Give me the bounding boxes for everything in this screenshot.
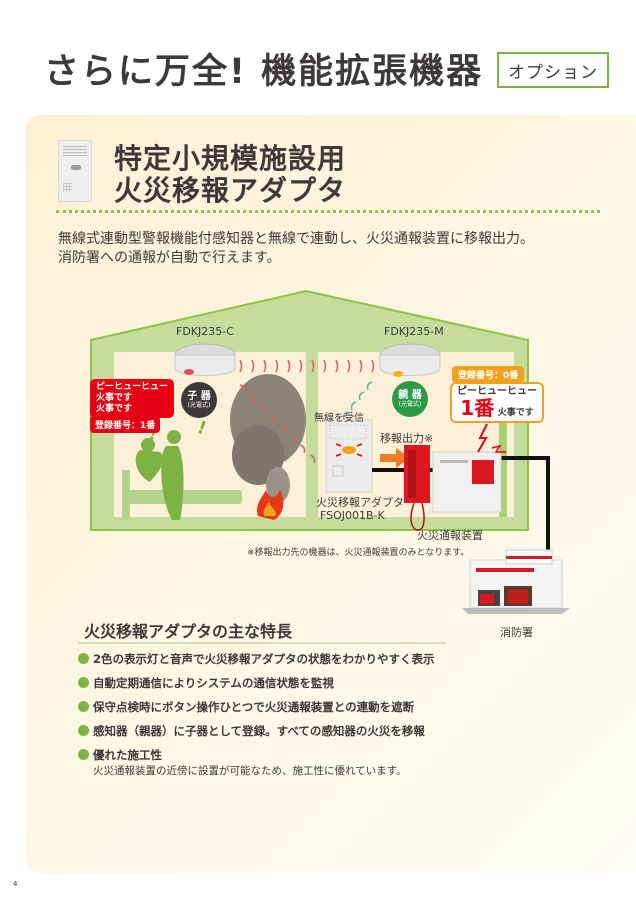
feature-item: 保守点検時にボタン操作ひとつで火災通報装置との連動を遮断	[78, 700, 435, 724]
feature-label: 2色の表示灯と音声で火災移報アダプタの状態をわかりやすく表示	[93, 652, 435, 666]
feature-label: 保守点検時にボタン操作ひとつで火災通報装置との連動を遮断	[93, 700, 415, 714]
section-title: 特定小規模施設用 火災移報アダプタ	[114, 143, 346, 207]
feature-label: 自動定期通信によりシステムの通信状態を監視	[93, 676, 334, 690]
intro-text: 無線式連動型警報機能付感知器と無線で連動し、火災通報装置に移報出力。 消防署への…	[58, 230, 534, 268]
intro-line2: 消防署への通報が自動で行えます。	[58, 250, 281, 266]
feature-label: 感知器（親器）に子器として登録。すべての感知器の火災を移報	[93, 724, 425, 738]
section-title-line1: 特定小規模施設用	[114, 142, 347, 175]
feature-item: 2色の表示灯と音声で火災移報アダプタの状態をわかりやすく表示	[78, 652, 435, 676]
feature-item: 感知器（親器）に子器として登録。すべての感知器の火災を移報	[78, 724, 435, 748]
bullet-icon	[78, 701, 89, 712]
bullet-icon	[78, 725, 89, 736]
feature-item: 自動定期通信によりシステムの通信状態を監視	[78, 676, 435, 700]
bullet-icon	[78, 749, 89, 760]
dotted-divider	[56, 210, 600, 213]
page-number: 4	[13, 880, 18, 888]
page-title: さらに万全! 機能拡張機器	[44, 52, 484, 92]
intro-line1: 無線式連動型警報機能付感知器と無線で連動し、火災通報装置に移報出力。	[58, 231, 534, 247]
option-badge: オプション	[497, 52, 609, 88]
feature-item: 優れた施工性火災通報装置の近傍に設置が可能なため、施工性に優れています。	[78, 748, 435, 788]
features-list: 2色の表示灯と音声で火災移報アダプタの状態をわかりやすく表示 自動定期通信により…	[78, 652, 435, 788]
features-divider	[78, 642, 446, 644]
feature-description: 火災通報装置の近傍に設置が可能なため、施工性に優れています。	[93, 765, 407, 777]
bullet-icon	[78, 677, 89, 688]
feature-label: 優れた施工性	[93, 748, 162, 762]
adapter-product-image	[58, 140, 92, 202]
features-title: 火災移報アダプタの主な特長	[84, 622, 293, 641]
section-title-line2: 火災移報アダプタ	[114, 174, 347, 207]
bullet-icon	[78, 653, 89, 664]
footnote: ※移報出力先の機器は、火災通報装置のみとなります。	[247, 548, 470, 558]
